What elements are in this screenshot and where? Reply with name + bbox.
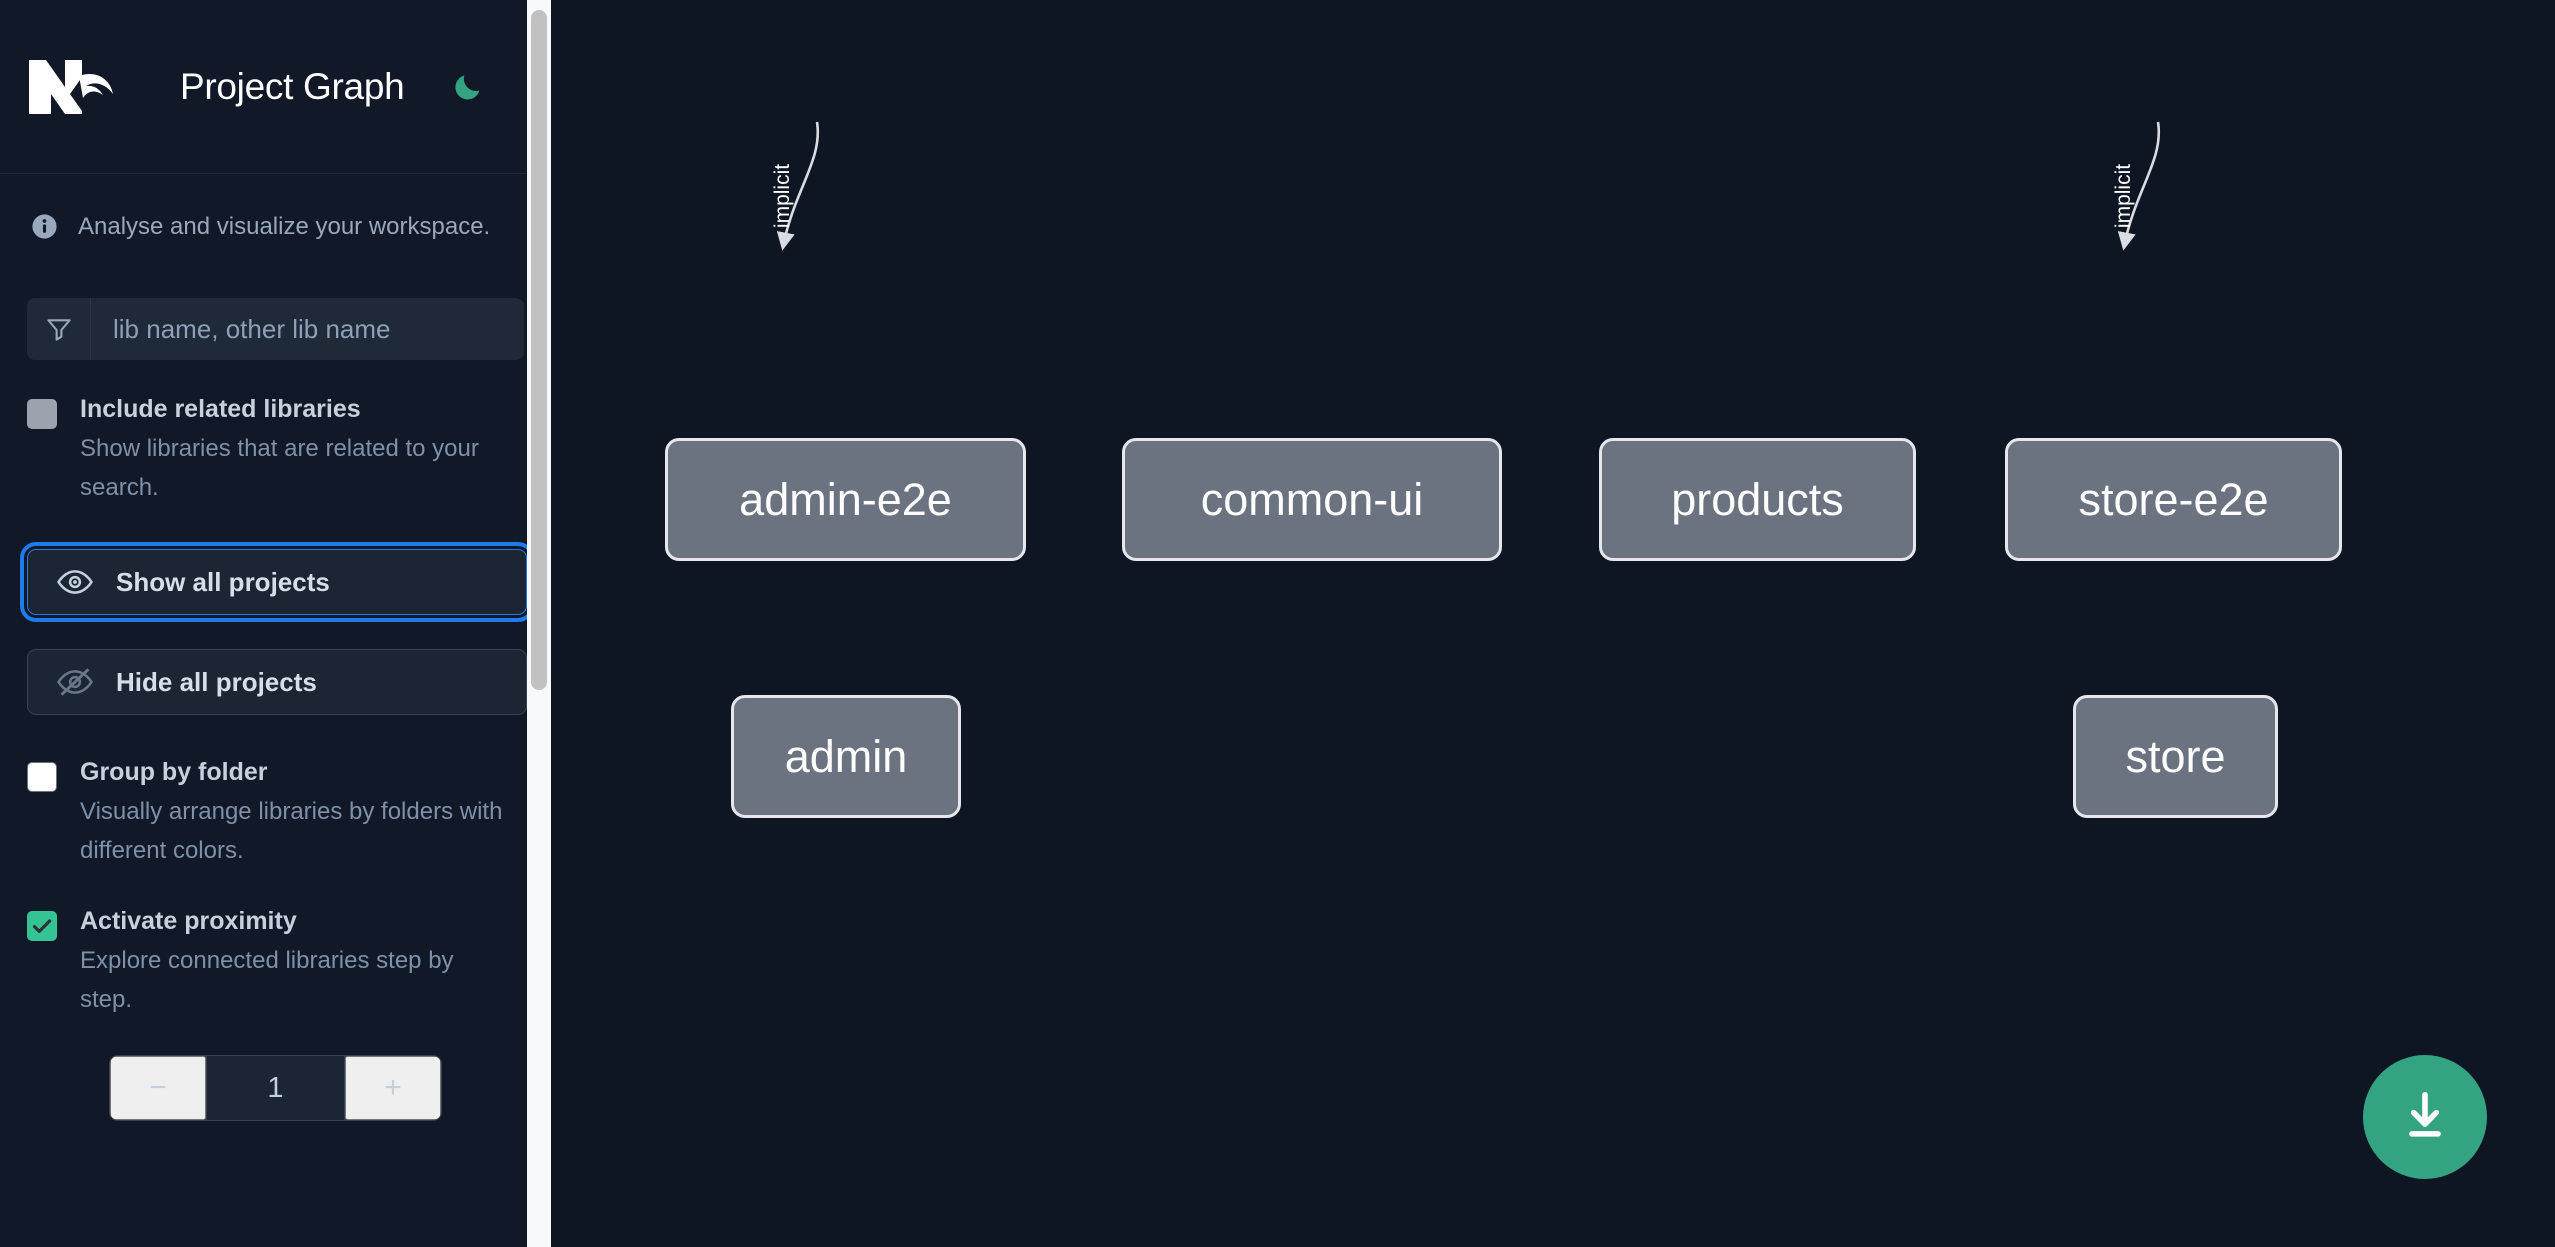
graph-node-admin[interactable]: admin xyxy=(731,695,961,818)
option-label: Activate proximity xyxy=(80,907,297,935)
filter-funnel-icon xyxy=(27,298,91,360)
option-description: Explore connected libraries step by step… xyxy=(80,947,454,1013)
search-row xyxy=(27,298,524,360)
option-include-related-libraries[interactable]: Include related libraries Show libraries… xyxy=(27,394,524,507)
proximity-value: 1 xyxy=(206,1056,345,1120)
option-activate-proximity[interactable]: Activate proximity Explore connected lib… xyxy=(27,906,524,1019)
option-description: Show libraries that are related to your … xyxy=(80,435,479,501)
checkbox-group-by-folder[interactable] xyxy=(27,762,57,792)
eye-icon xyxy=(56,563,94,601)
graph-node-store-e2e[interactable]: store-e2e xyxy=(2005,438,2342,561)
node-label: admin-e2e xyxy=(739,473,952,525)
download-icon xyxy=(2396,1087,2454,1148)
project-visibility-buttons: Show all projects Hide all projects xyxy=(20,542,534,715)
sidebar: Project Graph Analyse and visualize your… xyxy=(0,0,551,1247)
node-label: admin xyxy=(784,730,908,782)
edge-label-implicit: implicit xyxy=(2112,164,2135,228)
graph-edges: implicit implicit xyxy=(771,121,2161,251)
node-label: common-ui xyxy=(1200,473,1424,525)
sidebar-scrollbar[interactable] xyxy=(527,0,551,1247)
sidebar-header: Project Graph xyxy=(0,0,551,174)
sidebar-body: Include related libraries Show libraries… xyxy=(0,298,551,1121)
checkbox-include-related-libraries[interactable] xyxy=(27,399,57,429)
proximity-stepper: − 1 + xyxy=(27,1055,524,1121)
edge-admin-e2e-admin xyxy=(776,121,820,251)
sidebar-scrollbar-thumb[interactable] xyxy=(531,10,547,690)
moon-icon[interactable] xyxy=(447,66,489,108)
hide-all-projects-button[interactable]: Hide all projects xyxy=(27,649,527,715)
download-graph-button[interactable] xyxy=(2363,1055,2487,1179)
graph-node-products[interactable]: products xyxy=(1599,438,1916,561)
proximity-decrement-button[interactable]: − xyxy=(110,1056,206,1120)
show-all-projects-button[interactable]: Show all projects xyxy=(20,542,534,622)
search-input[interactable] xyxy=(91,298,524,360)
proximity-increment-button[interactable]: + xyxy=(345,1056,441,1120)
show-all-projects-label: Show all projects xyxy=(116,566,330,597)
graph-node-store[interactable]: store xyxy=(2073,695,2278,818)
node-label: products xyxy=(1671,473,1844,525)
graph-canvas[interactable]: implicit implicit admin-e2e common-ui pr… xyxy=(551,0,2555,1247)
info-circle-icon xyxy=(30,212,59,241)
workspace-info: Analyse and visualize your workspace. xyxy=(0,174,551,279)
option-label: Group by folder xyxy=(80,758,268,786)
graph-node-common-ui[interactable]: common-ui xyxy=(1122,438,1502,561)
workspace-info-text: Analyse and visualize your workspace. xyxy=(78,212,491,240)
node-label: store-e2e xyxy=(2078,473,2269,525)
option-group-by-folder[interactable]: Group by folder Visually arrange librari… xyxy=(27,757,524,870)
edge-store-e2e-store xyxy=(2117,121,2161,251)
edge-label-implicit: implicit xyxy=(771,164,794,228)
option-description: Visually arrange libraries by folders wi… xyxy=(80,798,503,864)
option-label: Include related libraries xyxy=(80,395,361,423)
eye-slash-icon xyxy=(56,663,94,701)
hide-all-projects-label: Hide all projects xyxy=(116,666,317,697)
node-label: store xyxy=(2125,730,2226,782)
page-title: Project Graph xyxy=(180,65,405,107)
nx-logo-icon xyxy=(27,56,127,118)
checkbox-activate-proximity[interactable] xyxy=(27,911,57,941)
graph-node-admin-e2e[interactable]: admin-e2e xyxy=(665,438,1026,561)
